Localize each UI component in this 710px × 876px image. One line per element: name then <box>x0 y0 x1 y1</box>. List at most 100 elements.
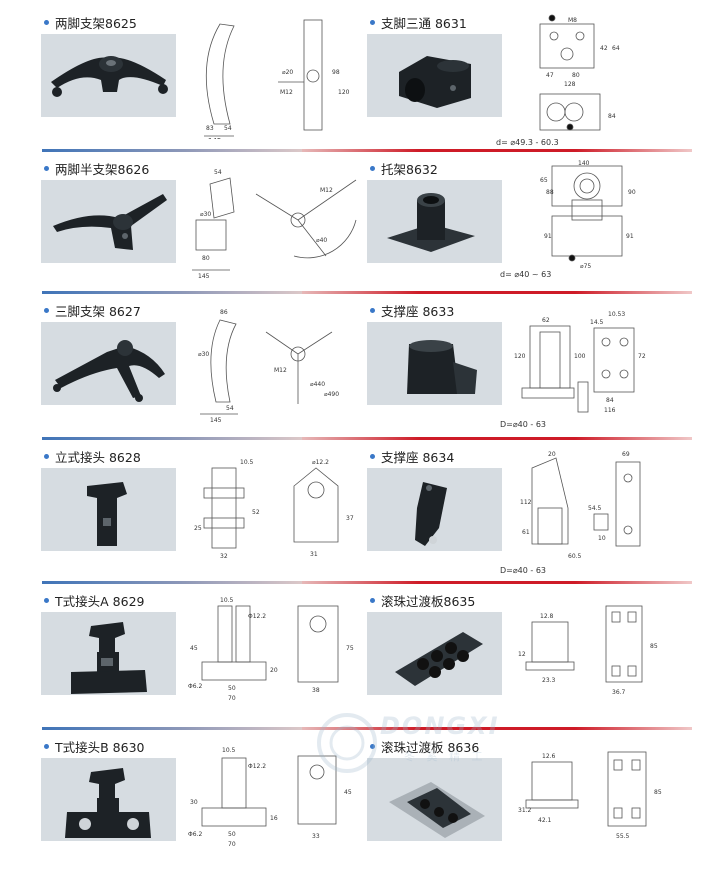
product-photo-t-joint-b <box>41 758 176 841</box>
svg-text:61: 61 <box>522 529 530 536</box>
product-photo-support-seat-angled <box>367 468 502 551</box>
svg-text:⌀20: ⌀20 <box>282 69 293 76</box>
svg-text:16: 16 <box>270 815 278 822</box>
section-8633: 支撑座 8633 62 120 100 84 116 10.53 14.5 72… <box>364 302 690 430</box>
svg-text:72: 72 <box>638 353 646 360</box>
section-8635: 滚珠过渡板8635 12.8 85 23.3 36.7 12 <box>364 592 690 720</box>
svg-text:145: 145 <box>198 273 210 280</box>
svg-text:54: 54 <box>226 405 234 412</box>
bullet-icon <box>44 743 49 749</box>
product-photo-three-way-connector <box>367 34 502 117</box>
technical-drawing-8633: 62 120 100 84 116 10.53 14.5 72 <box>512 302 692 422</box>
svg-text:Φ6.2: Φ6.2 <box>188 831 202 838</box>
svg-text:128: 128 <box>564 81 576 88</box>
section-header: 立式接头 8628 <box>44 448 141 465</box>
product-photo-ball-transfer-plate <box>367 612 502 695</box>
technical-drawing-8631: M8 42 64 47 80 128 84 <box>512 14 692 134</box>
svg-text:50: 50 <box>228 831 236 838</box>
technical-drawing-8636: 12.6 85 42.1 55.5 31.2 <box>512 738 692 858</box>
section-8629: T式接头A 8629 10.5 Φ12.2 45 20 50 70 Φ6.2 7… <box>38 592 364 720</box>
svg-text:85: 85 <box>650 643 658 650</box>
svg-text:64: 64 <box>612 45 620 52</box>
svg-text:38: 38 <box>312 687 320 694</box>
svg-text:14.5: 14.5 <box>590 319 604 326</box>
svg-text:65: 65 <box>540 177 548 184</box>
svg-text:60.5: 60.5 <box>568 553 582 560</box>
svg-text:12.8: 12.8 <box>540 613 554 620</box>
svg-text:88: 88 <box>546 189 554 196</box>
technical-drawing-8626: 54 145 80 M12 ⌀40 ⌀30 <box>186 160 366 280</box>
section-header: 支脚三通 8631 <box>370 14 467 31</box>
section-title: 滚珠过渡板8635 <box>381 593 476 609</box>
divider-rule-left <box>42 291 302 294</box>
section-header: 滚珠过渡板8635 <box>370 592 476 609</box>
svg-text:10.5: 10.5 <box>240 459 254 466</box>
product-photo-bracket-mount <box>367 180 502 263</box>
bullet-icon <box>44 165 49 171</box>
svg-text:Φ12.2: Φ12.2 <box>248 763 266 770</box>
svg-text:⌀40: ⌀40 <box>316 237 327 244</box>
svg-text:116: 116 <box>604 407 616 414</box>
product-photo-t-joint-a <box>41 612 176 695</box>
divider-rule-right <box>302 581 692 584</box>
diameter-note: D=⌀40 - 63 <box>500 420 547 429</box>
svg-text:145: 145 <box>208 137 221 139</box>
svg-text:M12: M12 <box>280 89 293 96</box>
svg-text:62: 62 <box>542 317 550 324</box>
product-photo-support-seat <box>367 322 502 405</box>
technical-drawing-8635: 12.8 85 23.3 36.7 12 <box>512 592 692 712</box>
technical-drawing-8625: 145 83 54 ⌀20 M12 98 120 <box>186 14 366 145</box>
svg-text:Φ6.2: Φ6.2 <box>188 683 202 690</box>
bullet-icon <box>370 453 375 459</box>
bullet-icon <box>44 597 49 603</box>
bullet-icon <box>44 19 49 25</box>
svg-text:120: 120 <box>338 89 350 96</box>
section-8636: 滚珠过渡板 8636 12.6 85 42.1 55.5 31.2 <box>364 738 690 866</box>
svg-text:54.5: 54.5 <box>588 505 602 512</box>
svg-text:75: 75 <box>346 645 354 652</box>
technical-drawing-8627: 86 145 54 ⌀30 M12 ⌀440 ⌀490 <box>186 302 366 424</box>
svg-text:55.5: 55.5 <box>616 833 630 840</box>
section-header: 两脚支架8625 <box>44 14 137 31</box>
divider-rule-right <box>302 437 692 440</box>
svg-text:84: 84 <box>606 397 614 404</box>
svg-text:84: 84 <box>608 113 616 120</box>
svg-text:20: 20 <box>270 667 278 674</box>
svg-text:42.1: 42.1 <box>538 817 552 824</box>
svg-text:⌀75: ⌀75 <box>580 263 591 270</box>
product-photo-half-bipod-support <box>41 180 176 263</box>
svg-text:Φ12.2: Φ12.2 <box>248 613 266 620</box>
svg-text:47: 47 <box>546 72 554 79</box>
svg-text:20: 20 <box>548 451 556 458</box>
diameter-note: d= ⌀40 ~ 63 <box>500 270 552 279</box>
svg-text:42: 42 <box>600 45 608 52</box>
svg-text:98: 98 <box>332 69 340 76</box>
section-title: 两脚支架8625 <box>55 15 137 31</box>
section-title: 滚珠过渡板 8636 <box>381 739 480 755</box>
svg-text:145: 145 <box>210 417 222 422</box>
svg-text:32: 32 <box>220 553 228 560</box>
technical-drawing-8630: 10.5 Φ12.2 30 16 50 70 Φ6.2 45 33 <box>186 738 366 858</box>
section-title: 支撑座 8634 <box>381 449 455 465</box>
svg-text:69: 69 <box>622 451 630 458</box>
section-header: T式接头A 8629 <box>44 592 144 609</box>
svg-text:80: 80 <box>572 72 580 79</box>
section-header: 托架8632 <box>370 160 438 177</box>
svg-text:31: 31 <box>310 551 318 558</box>
svg-text:50: 50 <box>228 685 236 692</box>
svg-text:10.5: 10.5 <box>220 597 234 604</box>
svg-text:23.3: 23.3 <box>542 677 556 684</box>
divider-rule-left <box>42 727 302 730</box>
product-photo-vertical-joint <box>41 468 176 551</box>
section-8625: 两脚支架8625 145 83 54 ⌀20 M12 98 120 <box>38 14 366 145</box>
bullet-icon <box>44 307 49 313</box>
svg-text:10.53: 10.53 <box>608 311 625 318</box>
svg-text:91: 91 <box>626 233 634 240</box>
svg-text:⌀30: ⌀30 <box>200 211 211 218</box>
svg-text:83: 83 <box>206 125 214 132</box>
divider-rule-left <box>42 437 302 440</box>
section-8631: 支脚三通 8631 M8 42 64 47 80 128 84 d= ⌀49.3… <box>364 14 692 147</box>
svg-text:M8: M8 <box>568 17 577 24</box>
technical-drawing-8629: 10.5 Φ12.2 45 20 50 70 Φ6.2 75 38 <box>186 592 366 712</box>
svg-text:112: 112 <box>520 499 532 506</box>
